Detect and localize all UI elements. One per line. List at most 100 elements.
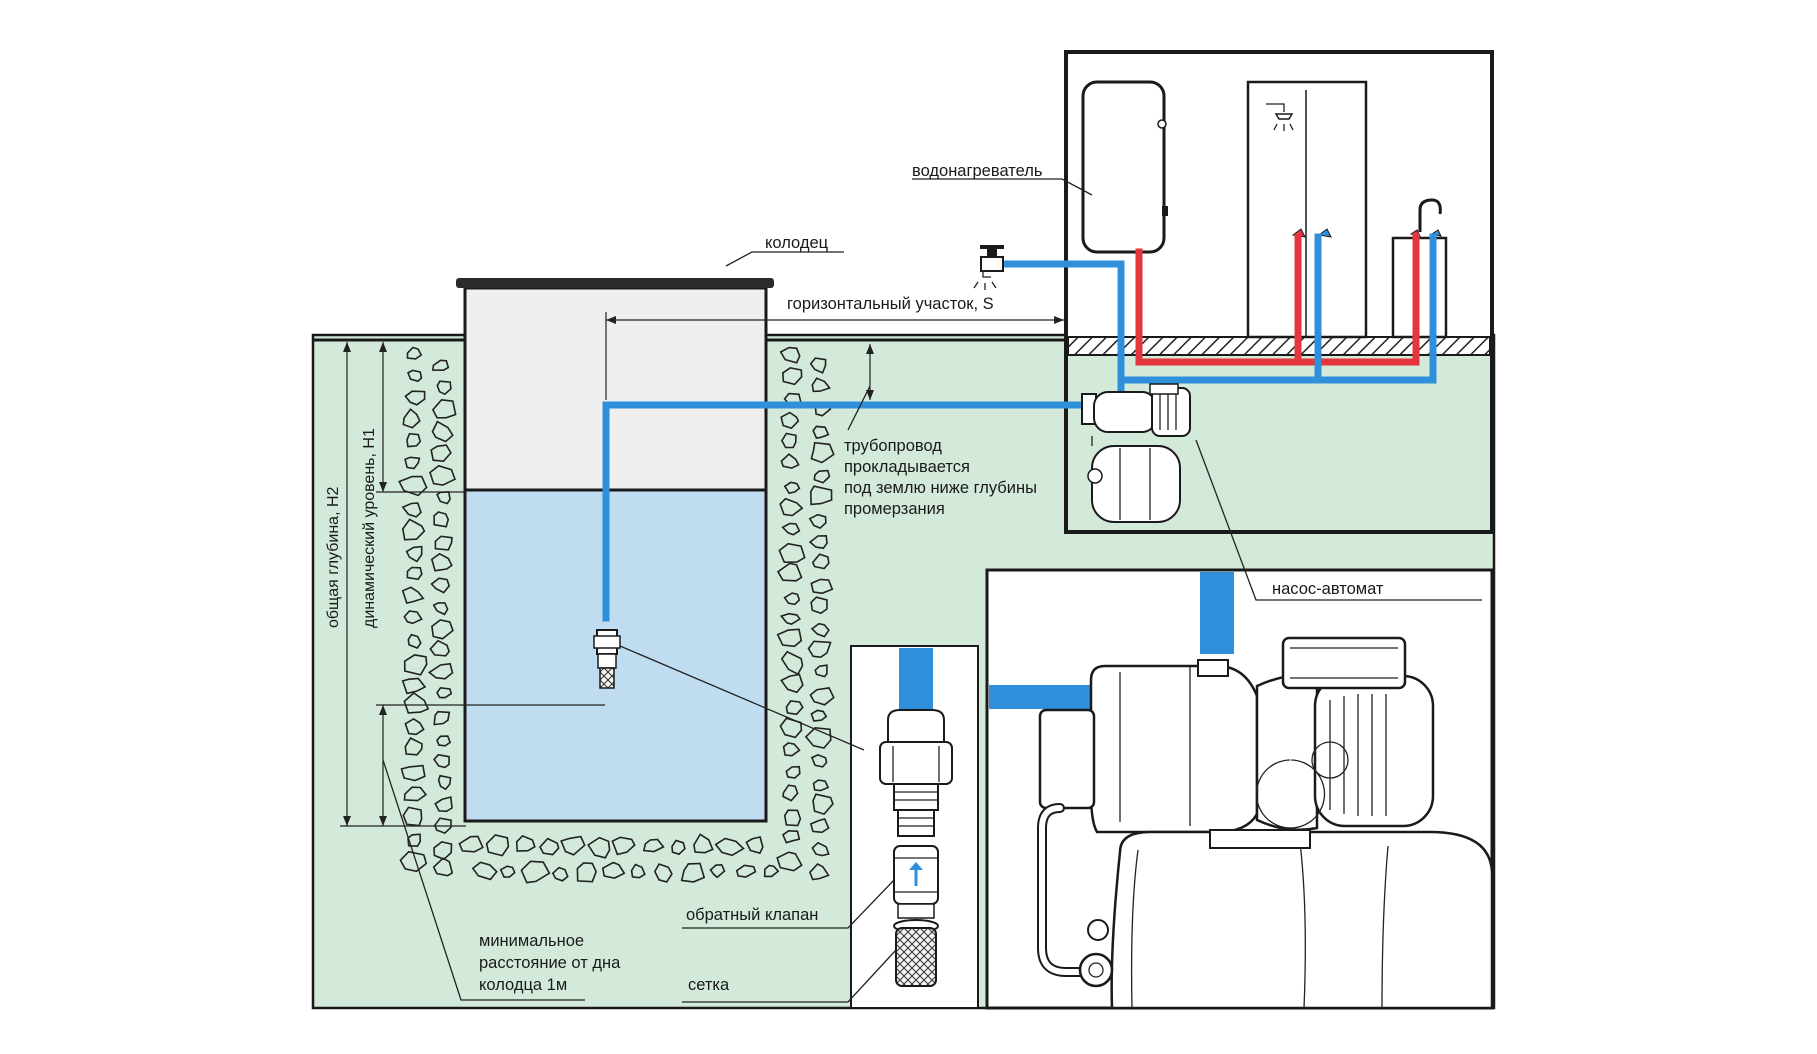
stone [406,346,423,360]
well-cap [456,278,774,288]
stone [406,369,423,383]
stone [432,359,450,372]
stone [804,726,832,749]
stone [810,578,834,595]
shower-icon [1266,103,1294,131]
stone [778,542,806,564]
stone [779,346,801,364]
stone [403,654,428,676]
stone [813,469,831,484]
pressure-tank-icon [1087,436,1181,523]
stone [810,596,828,615]
stone [432,857,454,877]
stone [404,737,423,756]
label-pump-station: насос-автомат [1272,580,1384,598]
sink-tap-icon [1418,198,1442,232]
stone [810,441,835,464]
stone [560,835,586,856]
stone [515,834,536,852]
stone [431,420,454,443]
stone [539,837,560,856]
stone [763,864,780,878]
pump-detail-inset [985,568,1494,1010]
stone [431,619,454,640]
stone [808,513,827,530]
label-dynamic-level: динамический уровень, H1 [361,428,378,628]
stone [807,640,832,659]
stone [434,796,453,813]
stone [745,836,764,855]
stone [404,717,425,736]
stone [427,662,454,680]
stone [808,863,830,881]
stone [432,602,449,616]
stone [809,357,827,374]
stone [611,836,636,856]
valve-detail-inset [850,645,979,1009]
stone [630,863,646,879]
faucet-icon [973,245,1004,290]
gravel-backfill [398,346,835,884]
stone [404,456,421,470]
stone [436,686,453,699]
stone [485,834,510,857]
strainer-icon [893,919,939,987]
stone [782,829,801,844]
shower-cabin [1246,80,1368,339]
well-water [463,488,768,823]
stone [783,481,801,495]
stone [811,377,831,393]
stone [437,774,452,791]
stone [398,475,428,497]
stone [471,861,498,881]
label-strainer: сетка [688,976,730,994]
pump-icon [1081,383,1191,437]
stone [709,863,726,879]
stone [407,633,422,649]
check-valve-icon [893,845,939,919]
stone [781,522,801,536]
stone [780,432,797,449]
stone [781,367,803,386]
stone [780,411,800,430]
stone [808,534,828,550]
stone [809,687,835,706]
stone [783,592,801,606]
stone [782,784,799,802]
stone [499,865,516,878]
stone [810,709,828,722]
stone [401,586,425,605]
stone [776,628,803,648]
stone [814,664,828,678]
stone [785,700,804,716]
stone [403,786,428,802]
stone [780,673,804,694]
stone [714,837,745,857]
stone [403,610,423,625]
stone [587,836,611,859]
stone [403,691,430,714]
pipes [602,233,1437,622]
floor-slab [1067,336,1491,356]
stone [680,862,706,883]
label-total-depth: общая глубина, H2 [325,486,342,628]
stone [433,817,452,835]
stone [433,511,450,528]
stone [811,841,830,857]
stone [812,425,830,439]
stone [433,753,450,769]
stone [601,861,626,879]
stone [809,818,830,834]
fitting-icon [879,709,953,837]
stone [436,380,452,396]
label-min-distance-3: колодца 1м [479,976,567,994]
dimension-lines [340,312,1064,827]
stone [809,485,833,506]
stone [779,612,802,625]
label-pipeline-1: трубопровод [844,437,942,455]
stone [433,710,451,726]
stone [779,497,804,517]
stone [406,566,423,581]
stone [406,432,422,448]
label-check-valve: обратный клапан [686,906,818,924]
